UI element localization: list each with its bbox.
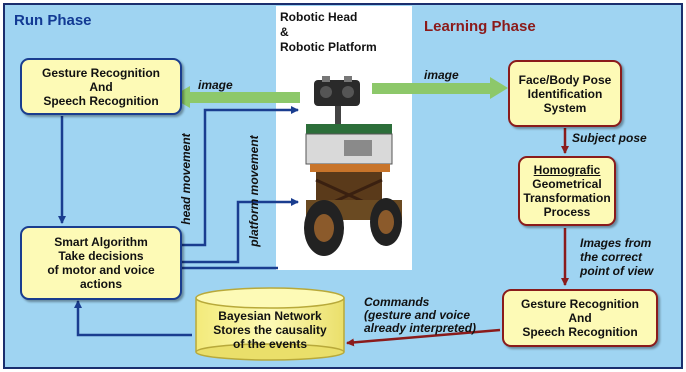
arrow-platform-movement [182,198,299,264]
image-arrow-left-body [188,92,300,103]
homografic-box: Homografic Geometrical Transformation Pr… [518,156,616,226]
commands-label: Commands (gesture and voice already inte… [364,295,477,335]
homografic-rest: Geometrical Transformation Process [523,177,611,219]
head-movement-label: head movement [179,133,193,225]
arrow-gesture-to-bayes [346,328,501,347]
arrow-head-movement [182,106,299,247]
smart-algorithm-box: Smart Algorithm Take decisions of motor … [20,226,182,300]
face-body-pose-box: Face/Body Pose Identification System [508,60,622,127]
bayesian-network-label: Bayesian Network Stores the causality of… [213,309,327,351]
image-left-label: image [198,78,233,92]
images-from-label: Images from the correct point of view [580,236,654,278]
robot-icon [304,76,402,256]
run-gesture-recognition-box: Gesture Recognition And Speech Recogniti… [20,58,182,115]
robot-title: Robotic Head & Robotic Platform [280,10,377,54]
learning-phase-title: Learning Phase [424,18,536,35]
homografic-title: Homografic [533,163,601,177]
run-phase-title: Run Phase [14,12,92,29]
learning-gesture-recognition-box: Gesture Recognition And Speech Recogniti… [502,289,658,347]
image-arrow-right-body [372,83,492,94]
subject-pose-label: Subject pose [572,131,647,145]
image-arrow-right-head [490,77,508,99]
database-cylinder [195,287,345,361]
image-right-label: image [424,68,459,82]
arrow-bayes-to-smart [74,300,192,337]
platform-movement-label: platform movement [247,135,261,247]
